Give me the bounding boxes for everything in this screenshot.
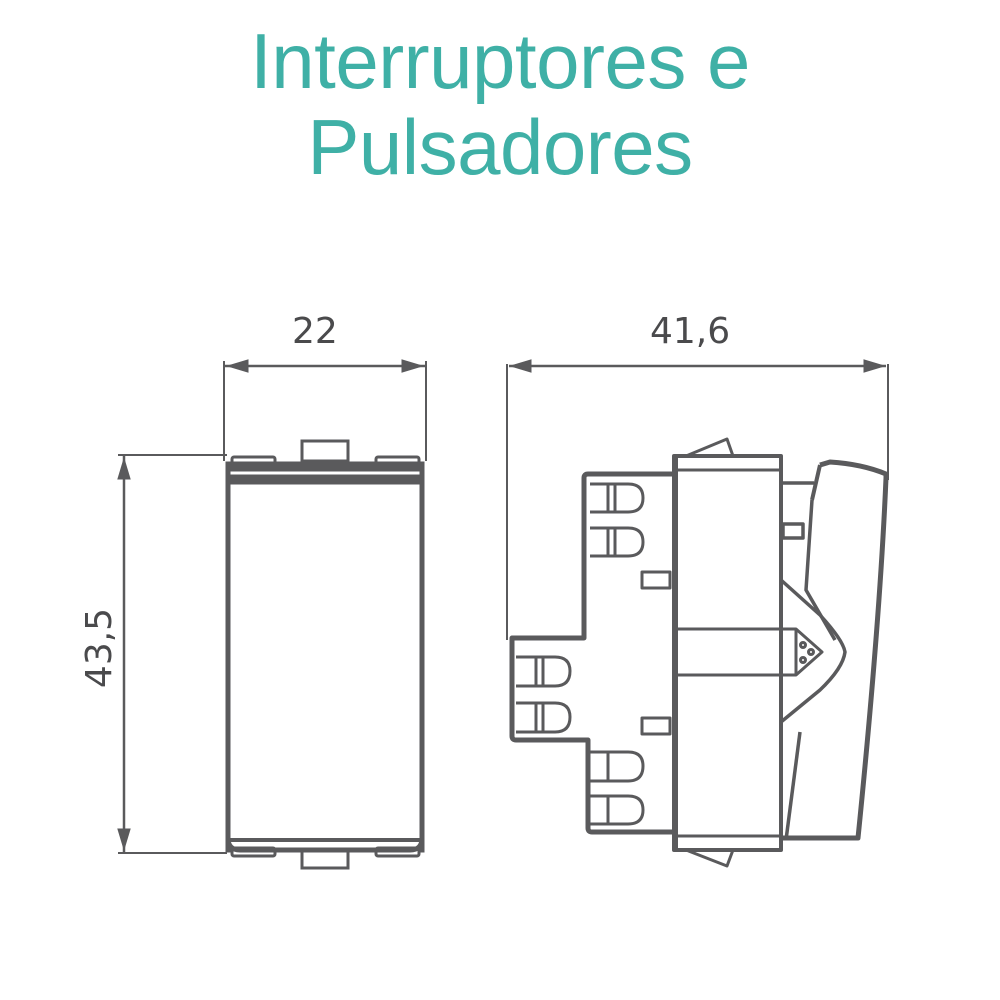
actuator-pin (676, 627, 824, 677)
depth-dimension-line (506, 359, 889, 640)
title-line-2: Pulsadores (307, 103, 693, 191)
lower-terminals (590, 750, 645, 826)
width-dimension-line (223, 359, 427, 461)
front-width-dimension-label: 22 (292, 311, 338, 352)
middle-terminals (516, 655, 572, 734)
front-view (117, 359, 427, 870)
title-line-1: Interruptores e (250, 17, 750, 105)
side-depth-dimension-label: 41,6 (650, 311, 731, 352)
terminal-block (509, 471, 673, 835)
upper-terminals (590, 482, 645, 558)
page-title: Interruptores e Pulsadores (0, 18, 1000, 190)
rocker-key (782, 459, 889, 841)
mounting-frame (672, 437, 783, 868)
side-view (506, 359, 889, 868)
height-dimension-line (117, 454, 227, 854)
front-body (225, 439, 425, 870)
mechanism (779, 481, 847, 850)
